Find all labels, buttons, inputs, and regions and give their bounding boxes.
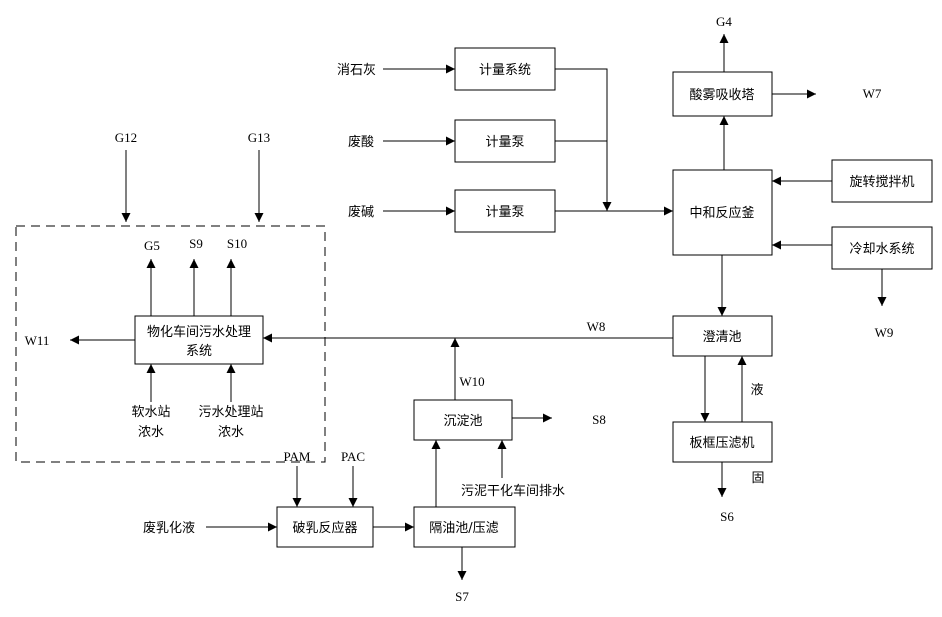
waste-emulsion-label: 废乳化液	[143, 520, 195, 536]
metering-system-label: 计量系统	[479, 63, 531, 78]
s10-label: S10	[227, 236, 247, 251]
sludge-drying-label: 污泥干化车间排水	[461, 483, 565, 499]
neutralization-kettle-label: 中和反应釜	[689, 205, 754, 221]
oil-separator-label: 隔油池/压滤	[429, 521, 498, 536]
s6-label: S6	[720, 509, 734, 524]
pam-label: PAM	[284, 449, 311, 464]
s8-label: S8	[592, 412, 606, 427]
w8-label: W8	[587, 319, 606, 334]
w9-label: W9	[875, 325, 894, 340]
slaked-lime-label: 消石灰	[337, 63, 376, 78]
s7-label: S7	[455, 589, 469, 604]
neutralization-kettle-box	[672, 169, 773, 256]
sewage-station-label-2: 浓水	[218, 425, 244, 440]
cooling-water-system-box	[831, 226, 933, 270]
oil-separator-box	[413, 506, 516, 548]
soft-water-label-1: 软水站	[131, 405, 170, 420]
wastewater-treatment-box	[134, 315, 264, 365]
metering-pump-1-label: 计量泵	[485, 135, 524, 150]
w7-label: W7	[863, 86, 882, 101]
rotary-stirrer-label: 旋转搅拌机	[849, 174, 914, 190]
waste-acid-label: 废酸	[348, 134, 374, 150]
sewage-station-label-1: 污水处理站	[198, 405, 263, 420]
waste-alkali-label: 废碱	[348, 204, 374, 220]
acid-mist-tower-label: 酸雾吸收塔	[689, 88, 754, 103]
demulsification-reactor-box	[276, 506, 374, 548]
plate-frame-press-box	[672, 421, 773, 463]
metering-system-box	[454, 47, 556, 91]
sedimentation-tank-box	[413, 399, 513, 441]
soft-water-label-2: 浓水	[138, 425, 164, 440]
w10-label: W10	[459, 374, 484, 389]
acid-mist-tower-box	[672, 71, 773, 117]
workshop-boundary	[15, 225, 326, 463]
wastewater-treatment-label-1: 物化车间污水处理	[147, 324, 251, 340]
g12-label: G12	[115, 130, 137, 145]
metering-pump-1-box	[454, 119, 556, 163]
metering-system-to-collector	[555, 68, 612, 211]
pac-label: PAC	[341, 449, 365, 464]
solid-label: 固	[751, 471, 764, 486]
g4-label: G4	[716, 14, 732, 29]
s9-label: S9	[189, 236, 203, 251]
liquid-label: 液	[750, 383, 763, 398]
w11-label: W11	[25, 333, 50, 348]
clarifier-label: 澄清池	[702, 330, 741, 345]
wastewater-treatment-label-2: 系统	[186, 344, 212, 359]
plate-frame-press-label: 板框压滤机	[689, 436, 754, 451]
rotary-stirrer-box	[831, 159, 933, 203]
demulsification-reactor-label: 破乳反应器	[292, 520, 357, 536]
clarifier-box	[672, 315, 773, 357]
g5-label: G5	[144, 238, 160, 253]
cooling-water-system-label: 冷却水系统	[849, 242, 914, 257]
metering-pump-2-label: 计量泵	[485, 205, 524, 220]
g13-label: G13	[248, 130, 270, 145]
sedimentation-tank-label: 沉淀池	[443, 414, 482, 429]
